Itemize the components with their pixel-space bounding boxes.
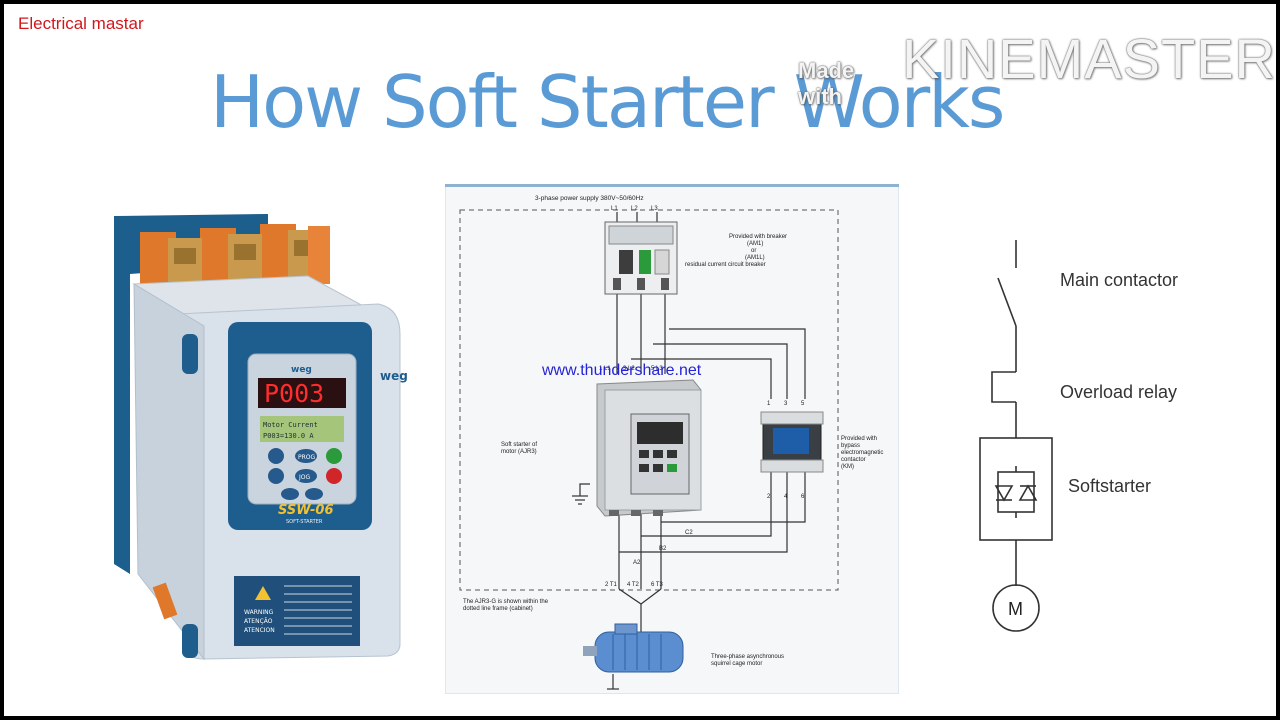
motor-note-1: Three-phase asynchronous [711, 654, 784, 660]
contactor-terminal-4: 4 [784, 494, 788, 500]
start-button-icon [326, 448, 342, 464]
cabinet-frame [459, 209, 839, 591]
lcd-line-1: Motor Current [263, 421, 318, 429]
bus-a2: A2 [633, 560, 641, 566]
softstarter-box [979, 437, 1053, 541]
thyristor-pair-icon [994, 466, 1038, 518]
main-contactor-label: Main contactor [1060, 270, 1179, 290]
starter-note-1: Soft starter of [501, 442, 537, 448]
contactor-note-5: (KM) [841, 464, 854, 470]
phase-l2: L2 [631, 206, 638, 212]
bus-c2: C2 [685, 530, 693, 536]
starter-note-2: motor (AJR3) [501, 449, 537, 455]
page-title: How Soft Starter Works [210, 60, 1005, 144]
warning-line-1: WARNING [244, 609, 274, 616]
wiring-lines [572, 212, 806, 690]
contactor-terminal-1: 1 [767, 401, 771, 407]
prog-button-label: PROG [298, 454, 316, 461]
contactor-note-3: electromagnetic [841, 450, 883, 456]
motor-symbol-label: M [1008, 599, 1023, 619]
contactor-terminal-5: 5 [801, 401, 805, 407]
warning-triangle-icon [255, 586, 271, 600]
breaker-note-1: Provided with breaker [729, 234, 787, 240]
contactor-terminal-3: 3 [784, 401, 788, 407]
motor-note-2: squirrel cage motor [711, 661, 762, 667]
wiring-diagram: 3-phase power supply 380V~50/60Hz L1 L2 … [445, 184, 899, 694]
stop-button-icon [326, 468, 342, 484]
kinemaster-watermark: Made with KINEMASTER [798, 26, 1276, 110]
motor-symbol [992, 584, 1040, 632]
breaker-note-4: (AM1L) [745, 255, 765, 261]
output-terminal-2: 4 T2 [627, 582, 640, 588]
jog-button-label: JOG [298, 474, 310, 481]
motor-image [583, 623, 684, 673]
input-terminal-1: 1 L1 [599, 366, 611, 372]
keypad-buttons: PROG JOG [268, 448, 342, 500]
input-terminal-2: 3 L2 [623, 366, 635, 372]
model-subtitle: SOFT-STARTER [286, 519, 323, 525]
breaker-note-5: residual current circuit breaker [685, 262, 766, 268]
output-terminal-3: 6 T3 [651, 582, 664, 588]
breaker-note-3: or [751, 248, 756, 254]
breaker-note-2: (AM1) [747, 241, 763, 247]
warning-line-2: ATENÇÃO [244, 618, 273, 625]
contactor-note-4: contactor [841, 457, 866, 463]
brand-logo-side: weg [380, 369, 408, 383]
bus-b2: B2 [659, 546, 667, 552]
contactor-terminal-2: 2 [767, 494, 771, 500]
watermark-prefix: Made with [798, 58, 855, 109]
circuit-breaker-image [604, 221, 678, 295]
main-contactor-switch [997, 277, 1017, 327]
phase-l1: L1 [611, 206, 618, 212]
overload-relay-symbol [991, 371, 1016, 403]
led-display-value: P003 [264, 379, 324, 408]
bypass-contactor-image [760, 411, 824, 473]
output-terminal-1: 2 T1 [605, 582, 618, 588]
overload-relay-label: Overload relay [1060, 382, 1178, 402]
terminal-blocks [140, 224, 330, 288]
model-name: SSW-06 [278, 503, 334, 518]
supply-label: 3-phase power supply 380V~50/60Hz [535, 195, 644, 202]
watermark-url: www.thundershare.net [542, 362, 702, 379]
lcd-line-2: P003=130.0 A [263, 432, 314, 440]
led-display [258, 378, 346, 408]
phase-l3: L3 [651, 206, 658, 212]
soft-starter-device-image: weg weg P003 Motor Current P003=130.0 A … [114, 214, 408, 661]
lcd-display [260, 416, 344, 442]
contactor-terminal-6: 6 [801, 494, 805, 500]
warning-line-3: ATENCION [244, 627, 275, 634]
cabinet-note-1: The AJR3-G is shown within the [463, 599, 549, 605]
brand-logo: weg [291, 365, 312, 375]
input-terminal-3: 5 L3 [651, 366, 663, 372]
watermark-brand: KINEMASTER [901, 27, 1276, 90]
cabinet-note-2: dotted line frame (cabinet) [463, 606, 533, 612]
channel-name: Electrical mastar [18, 14, 144, 33]
slide: Electrical mastar How Soft Starter Works… [4, 4, 1276, 716]
soft-starter-image [596, 379, 702, 517]
single-line-schematic: M [979, 240, 1053, 632]
softstarter-label: Softstarter [1068, 476, 1152, 496]
contactor-note-2: bypass [841, 443, 860, 449]
contactor-note-1: Provided with [841, 436, 877, 442]
